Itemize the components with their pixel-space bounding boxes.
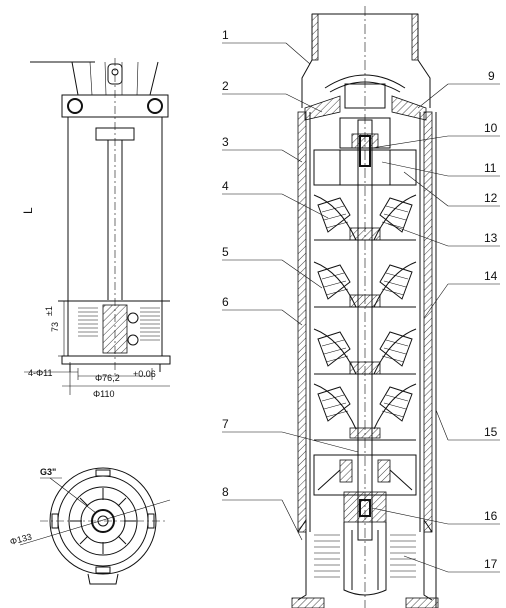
right-grille <box>140 307 160 341</box>
part-11-label: 11 <box>484 161 497 175</box>
stage-3 <box>313 328 417 375</box>
bolt-holes-label: 4-Φ11 <box>28 368 53 378</box>
stage-4 <box>313 383 417 441</box>
height-tol-label: ±1 <box>44 306 54 316</box>
bottom-view: G3" Φ133 <box>9 467 171 585</box>
part-13-label: 13 <box>484 231 498 245</box>
part-7-label: 7 <box>222 417 229 431</box>
flange-diameter-label: Φ110 <box>93 389 115 399</box>
part-17-label: 17 <box>484 557 498 571</box>
part-8-label: 8 <box>222 485 229 499</box>
part-5-label: 5 <box>222 245 229 259</box>
part-12-label: 12 <box>484 191 498 205</box>
stage-2 <box>313 261 417 308</box>
length-label: L <box>21 207 35 214</box>
part-4-label: 4 <box>222 179 229 193</box>
part-3-label: 3 <box>222 135 229 149</box>
shaft-tol-label: +0.06 <box>133 369 156 379</box>
stage-1 <box>313 194 417 241</box>
part-15-label: 15 <box>484 425 498 439</box>
height-label: 73 <box>50 322 60 332</box>
part-2-label: 2 <box>222 79 229 93</box>
side-view: L <box>21 58 171 399</box>
shaft-diameter-label: Φ76,2 <box>95 373 120 383</box>
thread-label: G3" <box>40 467 56 477</box>
part-14-label: 14 <box>484 269 498 283</box>
part-1-label: 1 <box>222 28 229 42</box>
left-grille <box>78 307 98 337</box>
part-10-label: 10 <box>484 121 498 135</box>
part-6-label: 6 <box>222 295 229 309</box>
part-9-label: 9 <box>488 69 495 83</box>
part-16-label: 16 <box>484 509 498 523</box>
part-callouts: 1 2 3 4 5 6 7 8 9 10 11 12 <box>222 28 500 573</box>
cross-section <box>291 6 439 608</box>
